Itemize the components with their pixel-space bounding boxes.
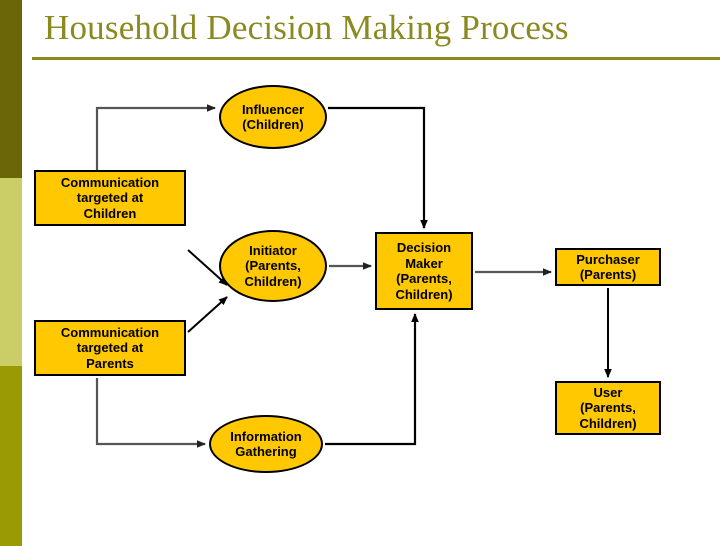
node-communication-targeted-at-children[interactable]: Communication targeted at Children <box>34 170 186 226</box>
edge-info-gathering-to-decision-maker <box>325 313 419 446</box>
node-user-label: User (Parents, Children) <box>579 384 637 431</box>
edge-influencer-to-decision-maker <box>328 106 428 229</box>
sidebar-band-bottom <box>0 366 22 546</box>
edge-comm-parents-to-info-gathering <box>95 378 206 448</box>
node-initiator[interactable]: Initiator (Parents, Children) <box>219 230 327 302</box>
node-purchaser-label: Purchaser (Parents) <box>576 251 640 283</box>
edge-comm-parents-to-initiator <box>187 296 228 333</box>
node-communication-children-label: Communication targeted at Children <box>60 174 160 221</box>
node-decision-maker[interactable]: Decision Maker (Parents, Children) <box>375 232 473 310</box>
node-information-gathering[interactable]: Information Gathering <box>209 415 323 473</box>
node-communication-targeted-at-parents[interactable]: Communication targeted at Parents <box>34 320 186 376</box>
sidebar-band-top <box>0 0 22 178</box>
node-communication-parents-label: Communication targeted at Parents <box>60 324 160 371</box>
node-influencer[interactable]: Influencer (Children) <box>219 85 327 149</box>
node-user[interactable]: User (Parents, Children) <box>555 381 661 435</box>
title-divider <box>32 57 720 60</box>
page-title: Household Decision Making Process <box>44 8 569 47</box>
edge-comm-children-to-initiator <box>187 249 228 286</box>
sidebar-decoration <box>0 0 22 546</box>
sidebar-band-middle <box>0 178 22 366</box>
node-decision-maker-label: Decision Maker (Parents, Children) <box>395 240 453 302</box>
node-information-gathering-label: Information Gathering <box>230 428 302 460</box>
node-initiator-label: Initiator (Parents, Children) <box>244 242 302 289</box>
node-purchaser[interactable]: Purchaser (Parents) <box>555 248 661 286</box>
node-influencer-label: Influencer (Children) <box>241 101 305 133</box>
edge-comm-children-to-influencer <box>95 104 216 170</box>
